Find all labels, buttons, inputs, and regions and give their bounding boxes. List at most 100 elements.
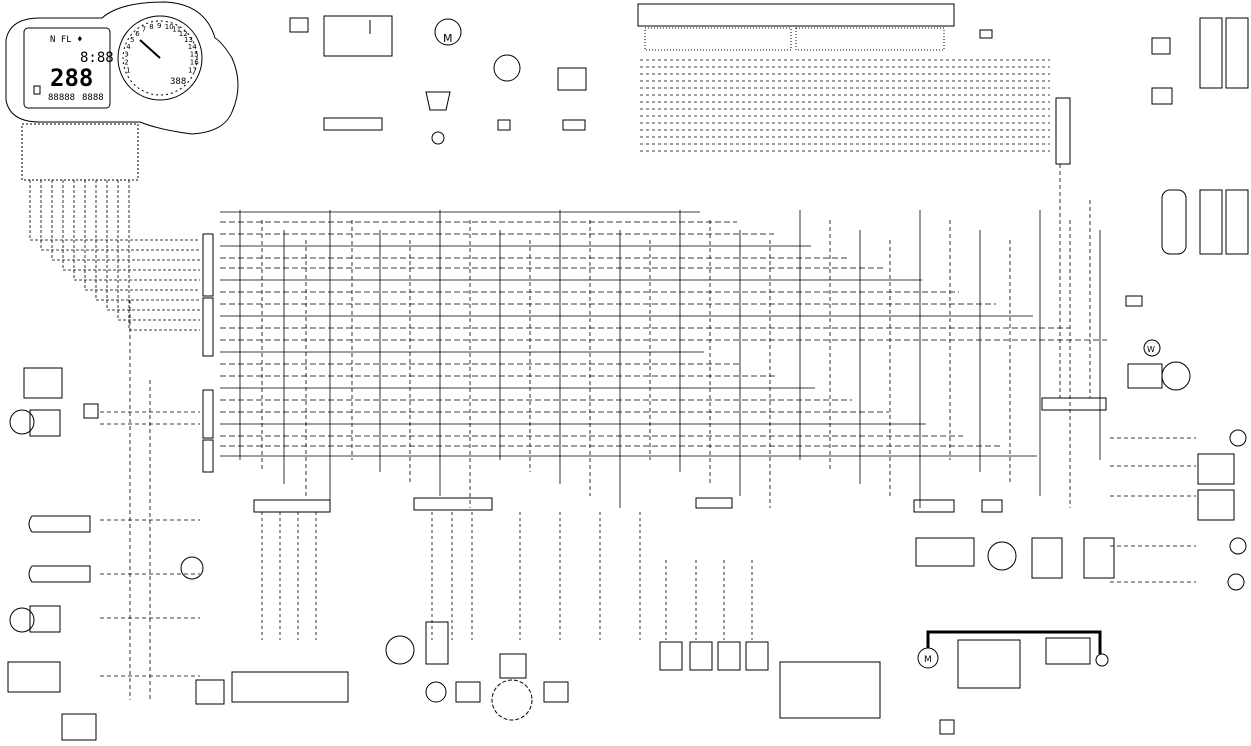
connector (913, 499, 955, 513)
main-connector (202, 297, 214, 357)
speed-display: 288 (50, 64, 93, 92)
module (1031, 537, 1063, 579)
top-connectors (289, 3, 993, 145)
connector (939, 719, 955, 735)
horn-label: W (1147, 345, 1155, 354)
ecu-housing (637, 3, 955, 27)
fuel-pump-icon (33, 85, 41, 95)
tach-scale-label: 17 (188, 66, 197, 74)
regulator (425, 621, 449, 665)
main-connector (202, 439, 214, 473)
ecu-connector-b (795, 27, 945, 51)
starter-motor-label: M (924, 655, 932, 665)
bottom-components (195, 537, 1115, 735)
ignition-coil (745, 641, 769, 671)
connector (981, 499, 1003, 513)
connector (289, 17, 309, 33)
wiring-harness (29, 59, 1196, 700)
odometer-display: 88888 (48, 93, 75, 103)
connector (979, 29, 993, 39)
connector (497, 119, 511, 131)
module (915, 537, 975, 567)
turn-signal (1229, 429, 1247, 447)
turn-signal (9, 409, 35, 435)
relay (1161, 189, 1187, 255)
module (7, 661, 61, 693)
tachometer-needle (139, 39, 161, 59)
connector-block (1041, 397, 1107, 411)
fuse (1225, 189, 1249, 255)
tach-scale-label: 16 (190, 59, 199, 67)
fuse (1225, 17, 1249, 89)
relay (557, 67, 587, 91)
main-connector (202, 233, 214, 297)
tach-scale-label: 12 (179, 30, 188, 38)
tach-scale-label: 8 (149, 23, 153, 31)
tach-scale-label: 13 (184, 36, 193, 44)
tachometer-ring (122, 20, 198, 96)
lcd-panel (23, 27, 111, 109)
harness-connectors (202, 233, 1003, 513)
turn-signal (1227, 573, 1245, 591)
cluster-connector-block (21, 123, 139, 181)
sensor (493, 54, 521, 82)
connector (1125, 295, 1143, 307)
bulb-socket (1151, 87, 1173, 105)
connector-block (1055, 97, 1071, 165)
fan-motor (1161, 361, 1191, 391)
control-unit (779, 661, 881, 719)
lamp-housing (29, 409, 61, 437)
lamp-housing (29, 605, 61, 633)
starter-relay (957, 639, 1021, 689)
switch (195, 679, 225, 705)
tach-scale-label: 10 (165, 23, 174, 31)
right-components (1041, 17, 1249, 591)
turn-signal (1229, 537, 1247, 555)
indicator-row: N FL ♦ (50, 35, 83, 45)
left-components (7, 367, 204, 741)
headlight-bulb (28, 565, 91, 583)
tach-scale-label: 11 (172, 26, 181, 34)
switch-housing (23, 367, 63, 399)
connector (695, 497, 733, 509)
bulb-socket (1151, 37, 1171, 55)
tach-scale-label: 3 (124, 51, 128, 59)
tachometer-dial (117, 15, 203, 101)
ignition-coil (689, 641, 713, 671)
headlight-bulb (28, 515, 91, 533)
battery (1045, 637, 1091, 665)
connector-block (253, 499, 331, 513)
module (543, 681, 569, 703)
tach-scale-label: 6 (135, 30, 140, 38)
temp-display: 388 (170, 77, 186, 87)
tach-scale-label: 15 (190, 51, 199, 59)
connector-block (413, 497, 493, 511)
pickup-coil (385, 635, 415, 665)
tach-scale-label: 4 (126, 43, 131, 51)
module (61, 713, 97, 741)
tach-scale-label: 5 (130, 36, 134, 44)
tach-scale-label: 1 (126, 66, 130, 74)
ecu-connector-a (644, 27, 792, 51)
key-icon (431, 131, 445, 145)
main-connector (202, 389, 214, 439)
module (1083, 537, 1115, 579)
tach-scale-label: 7 (142, 26, 146, 34)
fuse (1199, 189, 1223, 255)
connector (562, 119, 586, 131)
ignition-coil (717, 641, 741, 671)
reluctor-wheel (491, 679, 533, 721)
sensor (987, 541, 1017, 571)
tach-scale-label: 14 (188, 43, 197, 51)
horn (1143, 339, 1161, 357)
cluster-housing (5, 1, 239, 135)
starter-motor (434, 18, 462, 46)
ignition-switch (425, 91, 451, 111)
trip-display: 8888 (82, 93, 104, 103)
module (455, 681, 481, 703)
fuse (1199, 17, 1223, 89)
ignition-coil (659, 641, 683, 671)
tail-light (1197, 489, 1235, 521)
